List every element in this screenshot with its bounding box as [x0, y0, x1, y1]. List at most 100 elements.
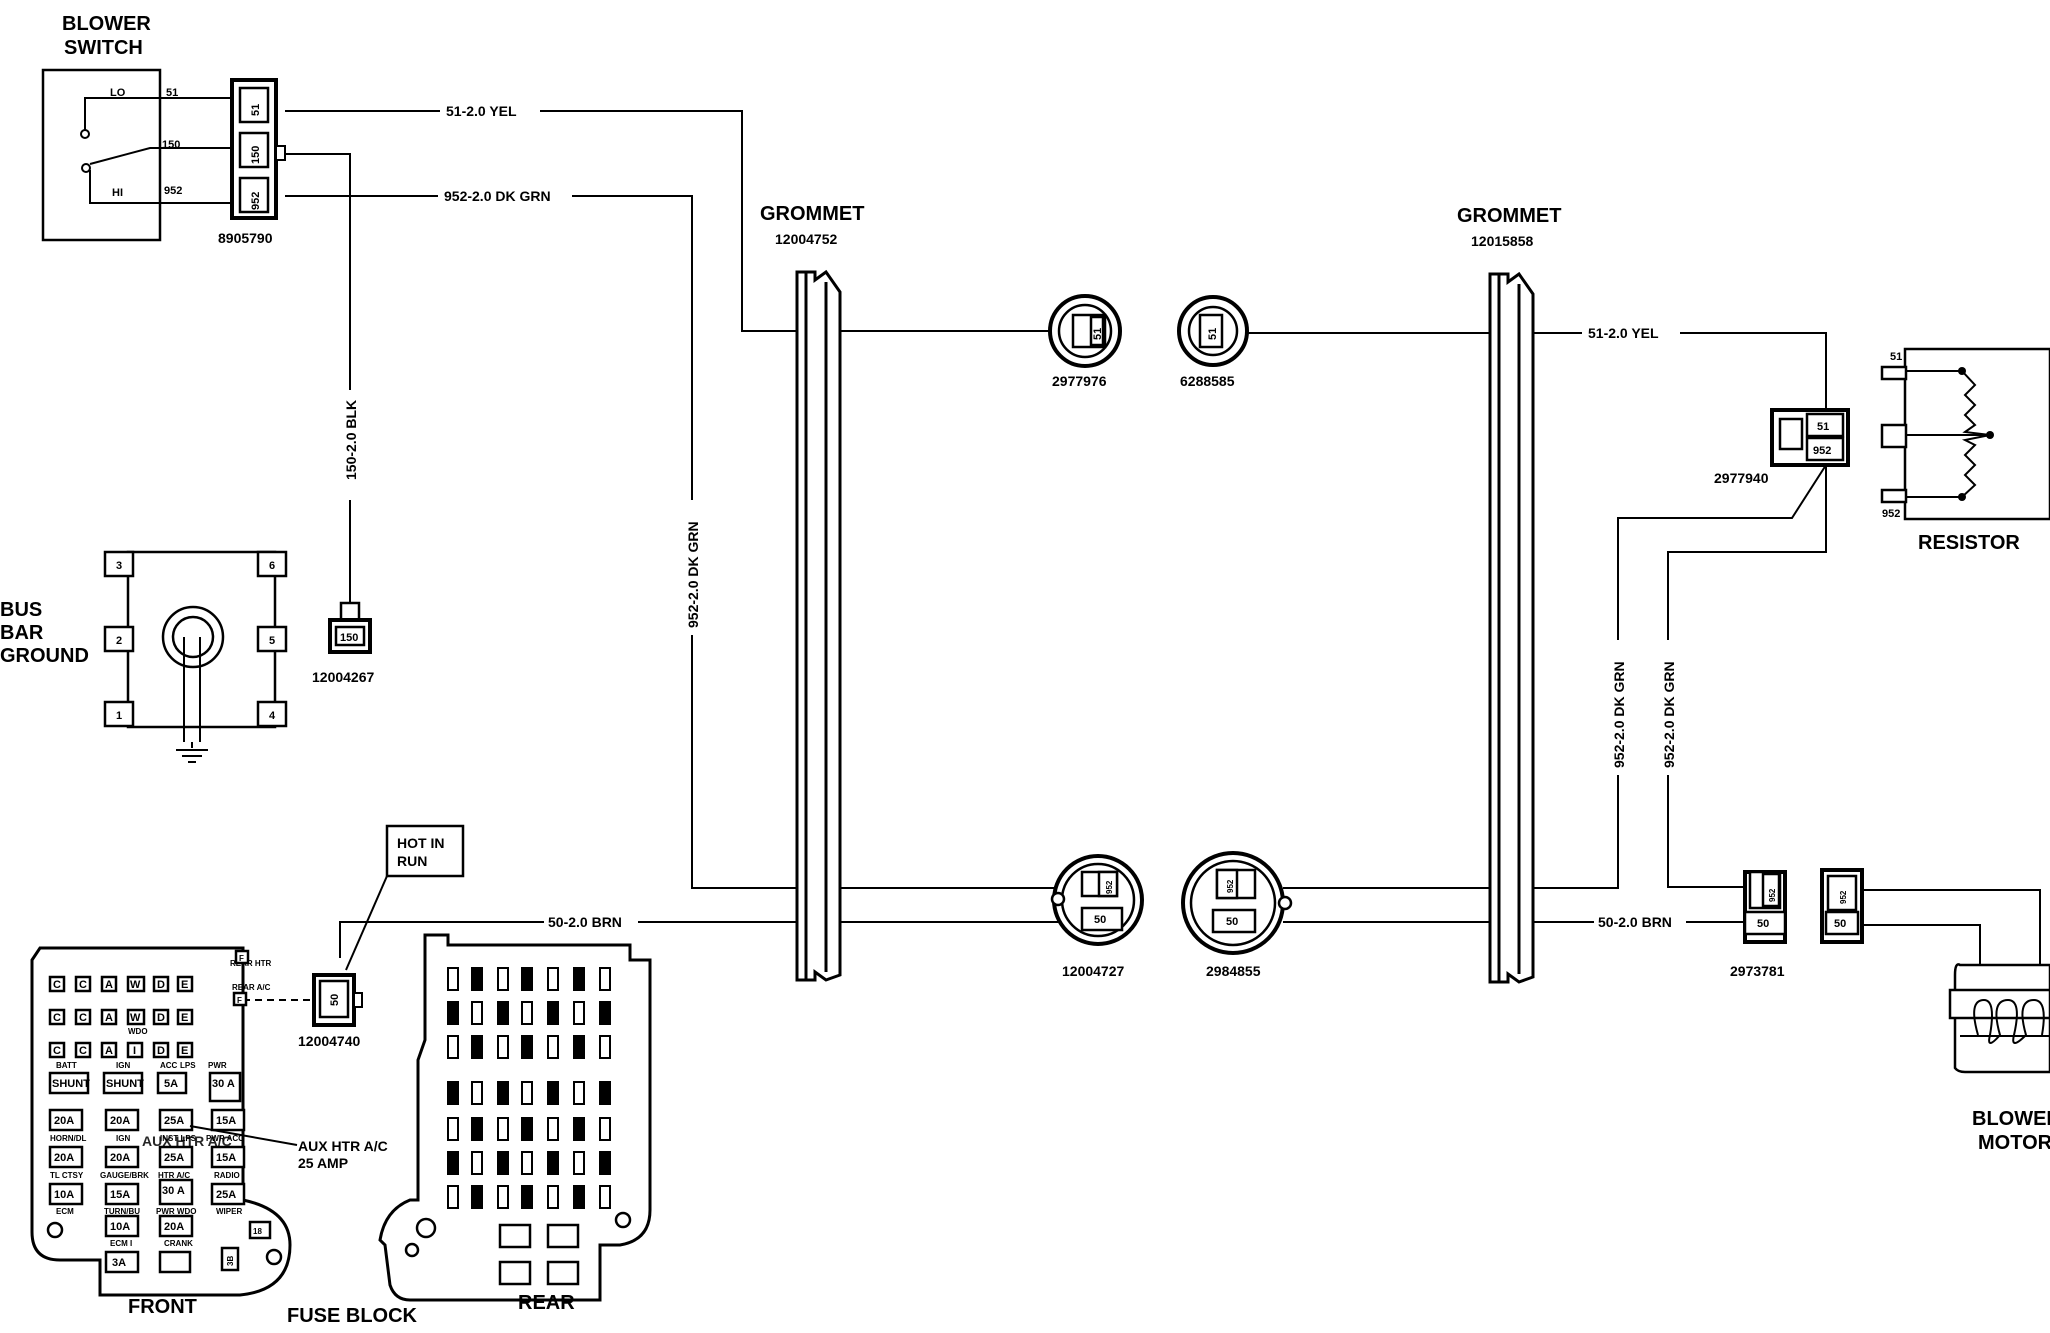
wire-50-right-label: 50-2.0 BRN [1598, 914, 1672, 930]
rear-fuse-socket [497, 1001, 509, 1025]
wire-952-right-2 [1667, 465, 1827, 888]
svg-text:30 A: 30 A [212, 1078, 235, 1090]
rear-fuse-socket [599, 1081, 611, 1105]
rear-fuse-socket [497, 1185, 509, 1209]
svg-text:30 A: 30 A [162, 1185, 185, 1197]
svg-text:BATT: BATT [56, 1061, 77, 1070]
rear-fuse-socket [521, 1001, 533, 1025]
svg-text:CRANK: CRANK [164, 1239, 193, 1248]
rear-fuse-socket [573, 1035, 585, 1059]
rear-fuse-socket [471, 1151, 483, 1175]
rear-fuse-socket [447, 1035, 459, 1059]
svg-text:20A: 20A [110, 1152, 130, 1164]
svg-text:5A: 5A [164, 1078, 178, 1090]
fuse-row-9: 3A 3B [104, 1246, 240, 1274]
svg-text:C: C [79, 1012, 87, 1024]
svg-text:GROMMET: GROMMET [760, 203, 864, 225]
rear-fuse-socket [471, 1035, 483, 1059]
fuse-block-front-label: FRONT [128, 1296, 197, 1318]
rear-fuse-socket [471, 1185, 483, 1209]
svg-text:SHUNT: SHUNT [52, 1078, 90, 1090]
svg-text:952: 952 [1226, 879, 1235, 893]
rear-fuse-socket [599, 1117, 611, 1141]
rear-fuse-socket [573, 1151, 585, 1175]
svg-text:BAR: BAR [0, 622, 44, 644]
resistor-term-51: 51 [1890, 351, 1902, 363]
wire-51-right [1240, 332, 1827, 420]
svg-text:2984855: 2984855 [1206, 963, 1261, 979]
rear-fuse-socket [497, 967, 509, 991]
wire-150 [285, 153, 351, 603]
connector-2973781: 952 50 2973781 [1730, 870, 1787, 979]
svg-text:A: A [105, 1012, 113, 1024]
svg-text:20A: 20A [110, 1115, 130, 1127]
rear-fuse-socket [447, 967, 459, 991]
svg-text:15A: 15A [110, 1189, 130, 1201]
svg-text:150: 150 [250, 146, 262, 164]
rear-fuse-grid [447, 967, 611, 1286]
resistor: 51 952 RESISTOR [1880, 347, 2050, 554]
rear-fuse-socket [599, 967, 611, 991]
svg-text:952: 952 [1839, 890, 1848, 904]
svg-text:C: C [53, 1045, 61, 1057]
svg-text:A: A [105, 979, 113, 991]
aux-htr-pointer [189, 1125, 298, 1146]
wire-952-right-1 [1283, 464, 1827, 889]
svg-text:E: E [181, 979, 188, 991]
switch-pos-lo: LO [110, 87, 126, 99]
fuse-row-4: BATT IGN ACC LPS PWR SHUNT SHUNT 5A 30 A [48, 1061, 242, 1103]
fuse-row-7: 10A 15A 30 A 25A ECM TURN/BU PWR WDO WIP… [48, 1178, 246, 1216]
svg-text:D: D [157, 1045, 165, 1057]
svg-text:TL CTSY: TL CTSY [50, 1171, 84, 1180]
rear-fuse-socket [447, 1081, 459, 1105]
switch-hi-contact [89, 170, 160, 204]
rear-fuse-socket [573, 1185, 585, 1209]
svg-text:E: E [181, 1012, 188, 1024]
rear-fuse-socket [447, 1001, 459, 1025]
switch-term-150: 150 [162, 139, 180, 151]
connector-2977976: 51 2977976 [1048, 294, 1122, 389]
rear-fuse-socket [471, 967, 483, 991]
svg-text:C: C [79, 979, 87, 991]
blower-switch-body [41, 68, 162, 242]
rear-fuse-socket [521, 967, 533, 991]
svg-text:SHUNT: SHUNT [106, 1078, 144, 1090]
rear-fuse-socket [471, 1117, 483, 1141]
svg-text:HOT IN: HOT IN [397, 835, 444, 851]
svg-text:TURN/BU: TURN/BU [104, 1207, 140, 1216]
fuse-row-6: 20A 20A 25A 15A TL CTSY GAUGE/BRK HTR A/… [48, 1145, 246, 1180]
rear-fuse-socket [471, 1081, 483, 1105]
rear-fuse-socket [573, 1001, 585, 1025]
rear-fuse-socket [547, 1035, 559, 1059]
connector-8905790-part: 8905790 [218, 230, 273, 246]
svg-text:12004727: 12004727 [1062, 963, 1125, 979]
svg-text:ACC: ACC [160, 1061, 178, 1070]
connector-6288585: 51 6288585 [1177, 295, 1249, 389]
wire-motor-952 [1880, 889, 2041, 980]
svg-text:952: 952 [1813, 445, 1831, 457]
rear-fuse-socket [599, 1151, 611, 1175]
svg-text:C: C [53, 1012, 61, 1024]
svg-text:50: 50 [1757, 918, 1769, 930]
grommet-left: GROMMET 12004752 [760, 203, 864, 982]
blower-motor-title-1: BLOWER [1972, 1108, 2050, 1130]
svg-text:D: D [157, 979, 165, 991]
svg-text:1: 1 [116, 710, 122, 722]
rear-fuse-socket [497, 1081, 509, 1105]
aux-htr-callout-1: AUX HTR A/C [298, 1138, 388, 1154]
rear-fuse-socket [521, 1081, 533, 1105]
rear-fuse-socket [547, 1117, 559, 1141]
svg-text:GAUGE/BRK: GAUGE/BRK [100, 1171, 149, 1180]
connector-12004727: 952 50 12004727 [1050, 854, 1144, 979]
svg-text:15A: 15A [216, 1115, 236, 1127]
svg-text:12004740: 12004740 [298, 1033, 361, 1049]
svg-text:952: 952 [250, 192, 262, 210]
svg-text:150: 150 [340, 632, 358, 644]
svg-text:25A: 25A [164, 1152, 184, 1164]
svg-text:2977940: 2977940 [1714, 470, 1769, 486]
svg-text:12004752: 12004752 [775, 231, 838, 247]
svg-text:F: F [239, 954, 244, 963]
svg-text:3: 3 [116, 560, 122, 572]
svg-text:BUS: BUS [0, 599, 42, 621]
wire-150-label: 150-2.0 BLK [343, 400, 359, 480]
